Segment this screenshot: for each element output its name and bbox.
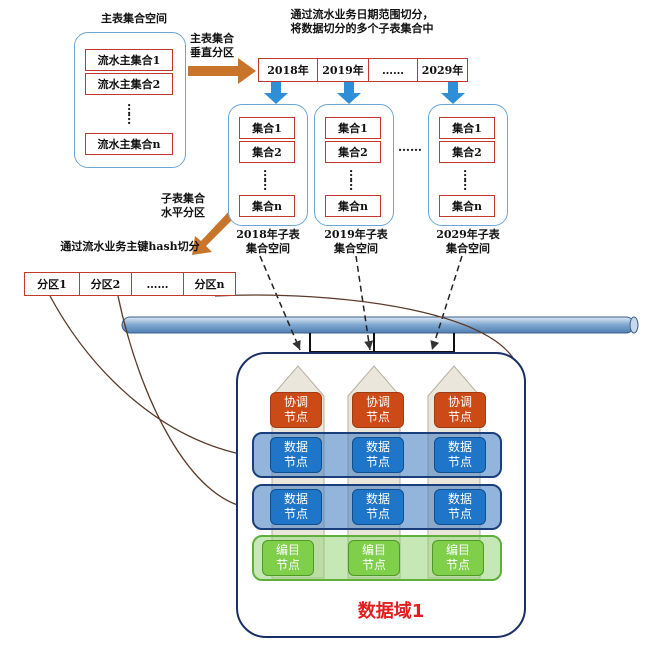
curve-partition1	[49, 295, 251, 459]
sub-space-2018: 集合1 集合2 …… 集合n	[228, 104, 308, 226]
down-arrow-2019	[337, 82, 361, 104]
dashed-link-2029	[430, 255, 463, 351]
year-2029: 2029年	[417, 58, 468, 82]
sub-2018-collection-1: 集合1	[239, 117, 295, 139]
sub-2019-collection-2: 集合2	[325, 141, 381, 163]
sub-spaces-ellipsis: ……	[398, 140, 422, 154]
sub-space-2029-caption: 2029年子表集合空间	[436, 228, 500, 255]
down-arrow-2029	[441, 82, 465, 104]
main-collection-space: 流水主集合1 流水主集合2 …… 流水主集合n	[74, 32, 186, 168]
storage-bus	[121, 316, 639, 334]
sub-space-2018-caption: 2018年子表集合空间	[236, 228, 300, 255]
main-collection-1: 流水主集合1	[85, 49, 173, 71]
catalog-node-3: 编目节点	[432, 540, 484, 576]
main-collection-2: 流水主集合2	[85, 73, 173, 95]
sub-2029-collection-2: 集合2	[439, 141, 495, 163]
vertical-partition-arrow	[188, 58, 256, 84]
sub-2019-ellipsis: ……	[347, 169, 361, 189]
horizontal-partition-arrow	[192, 206, 240, 255]
coordinator-node-3: 协调节点	[434, 392, 486, 428]
catalog-node-2: 编目节点	[348, 540, 400, 576]
partition-n: 分区n	[183, 272, 236, 296]
data-node-1-2: 数据节点	[352, 437, 404, 473]
year-2019: 2019年	[317, 58, 369, 82]
sub-2019-collection-n: 集合n	[325, 195, 381, 217]
data-node-1-3: 数据节点	[434, 437, 486, 473]
sub-2018-ellipsis: ……	[261, 169, 275, 189]
dashed-link-2019	[355, 255, 374, 351]
year-row: 2018年 2019年 …… 2029年	[258, 58, 468, 82]
sub-2029-collection-n: 集合n	[439, 195, 495, 217]
coordinator-node-1: 协调节点	[270, 392, 322, 428]
partition-row: 分区1 分区2 …… 分区n	[24, 272, 236, 296]
catalog-node-1: 编目节点	[262, 540, 314, 576]
sub-space-2019-caption: 2019年子表集合空间	[324, 228, 388, 255]
horizontal-partition-label: 子表集合 水平分区	[161, 192, 205, 219]
main-collection-n: 流水主集合n	[85, 133, 173, 155]
sub-space-2029: 集合1 集合2 …… 集合n	[428, 104, 508, 226]
partition-1: 分区1	[24, 272, 80, 296]
partition-2: 分区2	[79, 272, 132, 296]
partition-ellipsis: ……	[131, 272, 184, 296]
data-node-2-1: 数据节点	[270, 489, 322, 525]
dashed-link-2018	[259, 255, 301, 351]
down-arrow-2018	[264, 82, 288, 104]
year-2018: 2018年	[258, 58, 318, 82]
curve-partition2	[117, 295, 251, 511]
data-node-2-3: 数据节点	[434, 489, 486, 525]
sub-2029-collection-1: 集合1	[439, 117, 495, 139]
main-space-title: 主表集合空间	[101, 12, 167, 25]
sub-2029-ellipsis: ……	[461, 169, 475, 189]
sub-2018-collection-2: 集合2	[239, 141, 295, 163]
sub-2019-collection-1: 集合1	[325, 117, 381, 139]
data-node-2-2: 数据节点	[352, 489, 404, 525]
hash-split-label: 通过流水业务主键hash切分	[60, 240, 200, 253]
sub-2018-collection-n: 集合n	[239, 195, 295, 217]
data-domain-label: 数据域1	[357, 601, 425, 622]
sub-space-2019: 集合1 集合2 …… 集合n	[314, 104, 394, 226]
main-collection-ellipsis: ……	[125, 103, 139, 123]
data-node-1-1: 数据节点	[270, 437, 322, 473]
coordinator-node-2: 协调节点	[352, 392, 404, 428]
date-split-label: 通过流水业务日期范围切分， 将数据切分的多个子表集合中	[290, 8, 434, 35]
vertical-partition-label: 主表集合 垂直分区	[190, 32, 234, 59]
year-ellipsis: ……	[368, 58, 418, 82]
